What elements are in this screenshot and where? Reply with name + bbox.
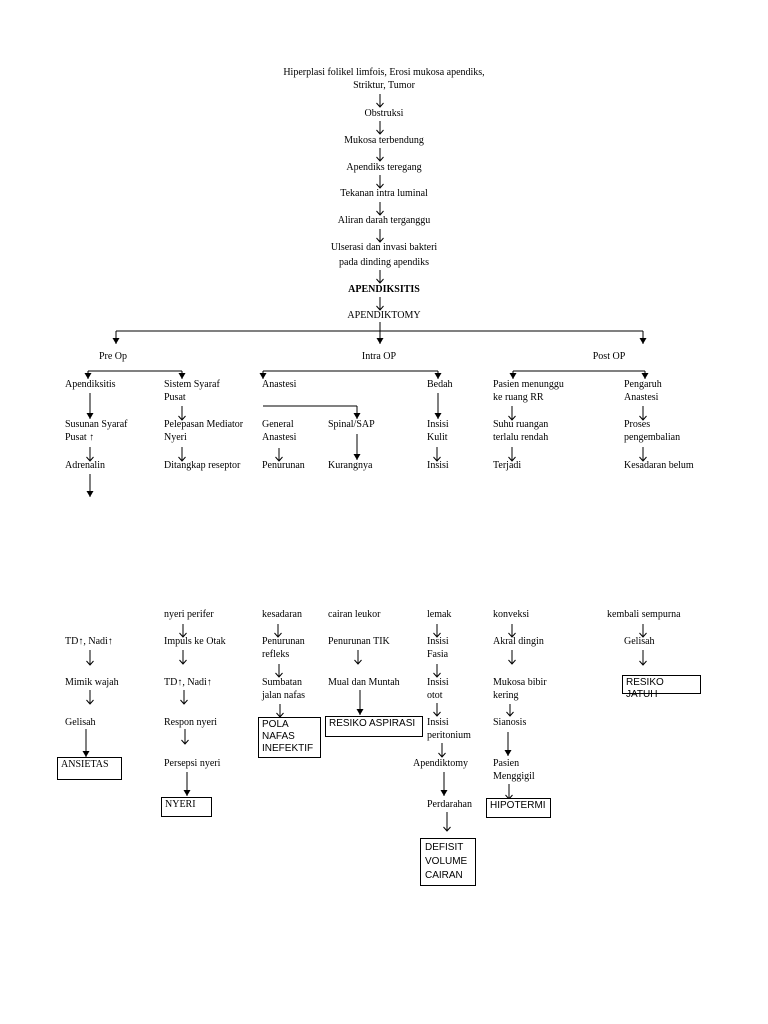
intra-spinal: Spinal/SAP (328, 419, 375, 430)
node-ulserasi-1: Ulserasi dan invasi bakteri (330, 242, 438, 253)
post1-pasien-1: Pasien (493, 758, 520, 769)
intra-sumbatan-2: jalan nafas (262, 690, 306, 701)
intra-general-2: Anastesi (262, 432, 297, 443)
intra-sumbatan-1: Sumbatan (262, 677, 302, 688)
intra-insisi-peritonium-1: Insisi (427, 717, 449, 728)
intra-penurunan-refleks-2: refleks (262, 649, 290, 660)
pre2-pelepasan: Pelepasan Mediator (164, 419, 244, 430)
cause-line-2: Striktur, Tumor (353, 80, 415, 91)
pre1-mimik: Mimik wajah (65, 677, 119, 688)
pre2-td-nadi: TD↑, Nadi↑ (164, 677, 212, 688)
node-mukosa: Mukosa terbendung (344, 135, 424, 146)
cause-line-1: Hiperplasi folikel limfois, Erosi mukosa… (283, 67, 485, 78)
post1-suhu-2: terlalu rendah (493, 432, 549, 443)
intra-kurangnya: Kurangnya (328, 460, 373, 471)
post2-proses-1: Proses (624, 419, 651, 430)
intra-insisi-otot-1: Insisi (427, 677, 449, 688)
pre1-gelisah: Gelisah (65, 717, 96, 728)
pre2-nyeri: Nyeri (164, 432, 187, 443)
post1-pasien-menunggu-2: ke ruang RR (493, 392, 544, 403)
pre2-impuls: Impuls ke Otak (164, 636, 226, 647)
diagnosis-resiko-jatuh: RESIKO JATUH (622, 675, 701, 700)
intra-insisi-kulit-2: Kulit (427, 432, 448, 443)
intra-penurunan-tik: Penurunan TIK (328, 636, 390, 647)
diagnosis-nyeri: NYERI (161, 797, 212, 817)
up-arrow-icon: ↑ (177, 677, 183, 688)
post2-gelisah: Gelisah (624, 636, 655, 647)
intra-penurunan-refleks-1: Penurunan (262, 636, 305, 647)
pre1-td-nadi: TD↑, Nadi↑ (65, 636, 113, 647)
post1-sianosis: Sianosis (493, 717, 527, 728)
node-apendiksitis: APENDIKSITIS (348, 284, 420, 295)
intra-penurunan: Penurunan (262, 460, 305, 471)
intra-apendiktomy: Apendiktomy (413, 758, 468, 769)
node-apendiks-teregang: Apendiks teregang (346, 162, 422, 173)
diagnosis-ansietas: ANSIETAS (57, 757, 122, 780)
post1-mukosa-1: Mukosa bibir (493, 677, 547, 688)
up-arrow-icon: ↑ (206, 677, 212, 688)
intra-kesadaran: kesadaran (262, 609, 302, 620)
phase-post-op: Post OP (592, 351, 626, 362)
post1-konveksi: konveksi (493, 609, 530, 620)
node-ulserasi-2: pada dinding apendiks (339, 257, 429, 268)
intra-insisi-fasia-1: Insisi (427, 636, 449, 647)
post1-terjadi: Terjadi (493, 460, 522, 471)
pre2-nyeri-perifer: nyeri perifer (164, 609, 214, 620)
pre1-apendiksitis: Apendiksitis (65, 379, 116, 390)
pre1-pusat: Pusat ↑ (65, 432, 95, 443)
post1-pasien-2: Menggigil (493, 771, 535, 782)
node-apendiktomy: APENDIKTOMY (347, 310, 421, 321)
intra-anastesi: Anastesi (262, 379, 297, 390)
up-arrow-icon: ↑ (78, 636, 84, 647)
pre2-ditangkap: Ditangkap reseptor (164, 460, 241, 471)
pre1-susunan: Susunan Syaraf (65, 419, 128, 430)
phase-pre-op: Pre Op (98, 351, 128, 362)
intra-insisi-fasia-2: Fasia (427, 649, 449, 660)
diagnosis-resiko-aspirasi: RESIKO ASPIRASI (325, 716, 423, 737)
intra-general-1: General (262, 419, 294, 430)
post1-mukosa-2: kering (493, 690, 519, 701)
intra-lemak: lemak (427, 609, 452, 620)
up-arrow-icon: ↑ (89, 432, 95, 443)
diagnosis-hipotermi: HIPOTERMI (486, 798, 551, 818)
intra-perdarahan: Perdarahan (427, 799, 472, 810)
intra-insisi: Insisi (427, 460, 449, 471)
intra-insisi-peritonium-2: peritonium (427, 730, 471, 741)
pre2-persepsi: Persepsi nyeri (164, 758, 221, 769)
intra-cairan: cairan leukor (328, 609, 381, 620)
post1-suhu-1: Suhu ruangan (493, 419, 549, 430)
intra-insisi-otot-2: otot (427, 690, 443, 701)
up-arrow-icon: ↑ (107, 636, 113, 647)
intra-insisi-kulit-1: Insisi (427, 419, 449, 430)
intra-bedah: Bedah (427, 379, 453, 390)
pre2-pusat: Pusat (164, 392, 186, 403)
post1-akral: Akral dingin (493, 636, 544, 647)
intra-mual: Mual dan Muntah (328, 677, 400, 688)
phase-intra-op: Intra OP (361, 351, 397, 362)
pre1-adrenalin: Adrenalin (65, 460, 105, 471)
post2-proses-2: pengembalian (624, 432, 681, 443)
node-aliran: Aliran darah terganggu (337, 215, 431, 226)
pre2-respon: Respon nyeri (164, 717, 218, 728)
post1-pasien-menunggu-1: Pasien menunggu (493, 379, 564, 390)
post2-kesadaran: Kesadaran belum (624, 460, 694, 471)
node-tekanan: Tekanan intra luminal (340, 188, 428, 199)
post2-pengaruh-2: Anastesi (624, 392, 659, 403)
node-obstruksi: Obstruksi (364, 108, 404, 119)
post2-kembali: kembali sempurna (607, 609, 681, 620)
pre2-sistem: Sistem Syaraf (164, 379, 220, 390)
post2-pengaruh-1: Pengaruh (624, 379, 662, 390)
